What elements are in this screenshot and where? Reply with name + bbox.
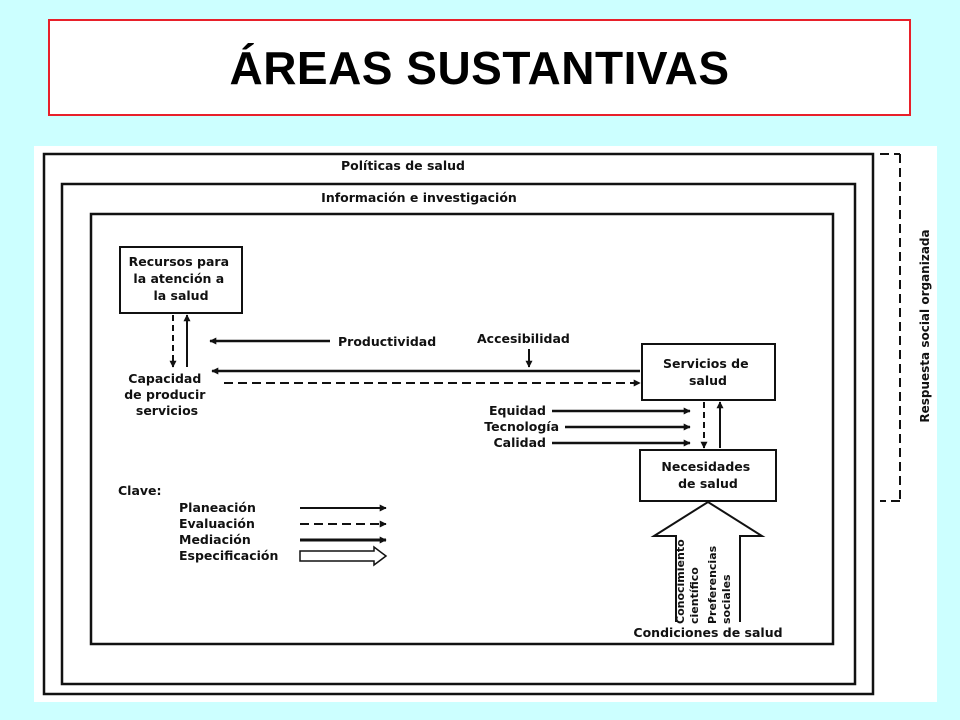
condiciones-arrow [650,500,766,622]
inner-frame [89,212,835,646]
page-title: ÁREAS SUSTANTIVAS [229,41,730,94]
preferencias-label: Preferencias sociales [706,542,733,624]
capacidad-label: Capacidad de producir servicios [124,371,210,418]
productividad-label: Productividad [338,334,436,349]
legend-swatch-especificacion [299,545,388,567]
politicas-frame [42,152,875,696]
conocimiento-label: Conocimiento científico [674,536,701,625]
legend-label-evaluacion: Evaluación [179,516,255,531]
necesidades-box [639,449,777,502]
necesidades-label: Necesidades de salud [661,459,754,491]
politicas-label: Políticas de salud [341,158,465,173]
servicios-label: Servicios de salud [663,356,753,388]
legend-label-especificacion: Especificación [179,548,278,563]
condiciones-label: Condiciones de salud [633,625,782,640]
diagram-paper [34,146,937,702]
recursos-box [119,246,243,314]
legend-label-mediacion: Mediación [179,532,251,547]
legend-label-planeacion: Planeación [179,500,256,515]
informacion-frame [60,182,857,686]
equidad-label: Equidad [489,403,546,418]
respuesta-label: Respuesta social organizada [918,229,932,422]
health-system-diagram: Políticas de salud Información e investi… [34,146,937,702]
servicios-box [641,343,776,401]
title-box: ÁREAS SUSTANTIVAS [48,19,911,116]
calidad-label: Calidad [493,435,546,450]
informacion-label: Información e investigación [321,190,517,205]
accesibilidad-label: Accesibilidad [477,331,570,346]
legend-title: Clave: [118,483,162,498]
tecnologia-label: Tecnología [484,419,559,434]
recursos-label: Recursos para la atención a la salud [129,254,234,303]
